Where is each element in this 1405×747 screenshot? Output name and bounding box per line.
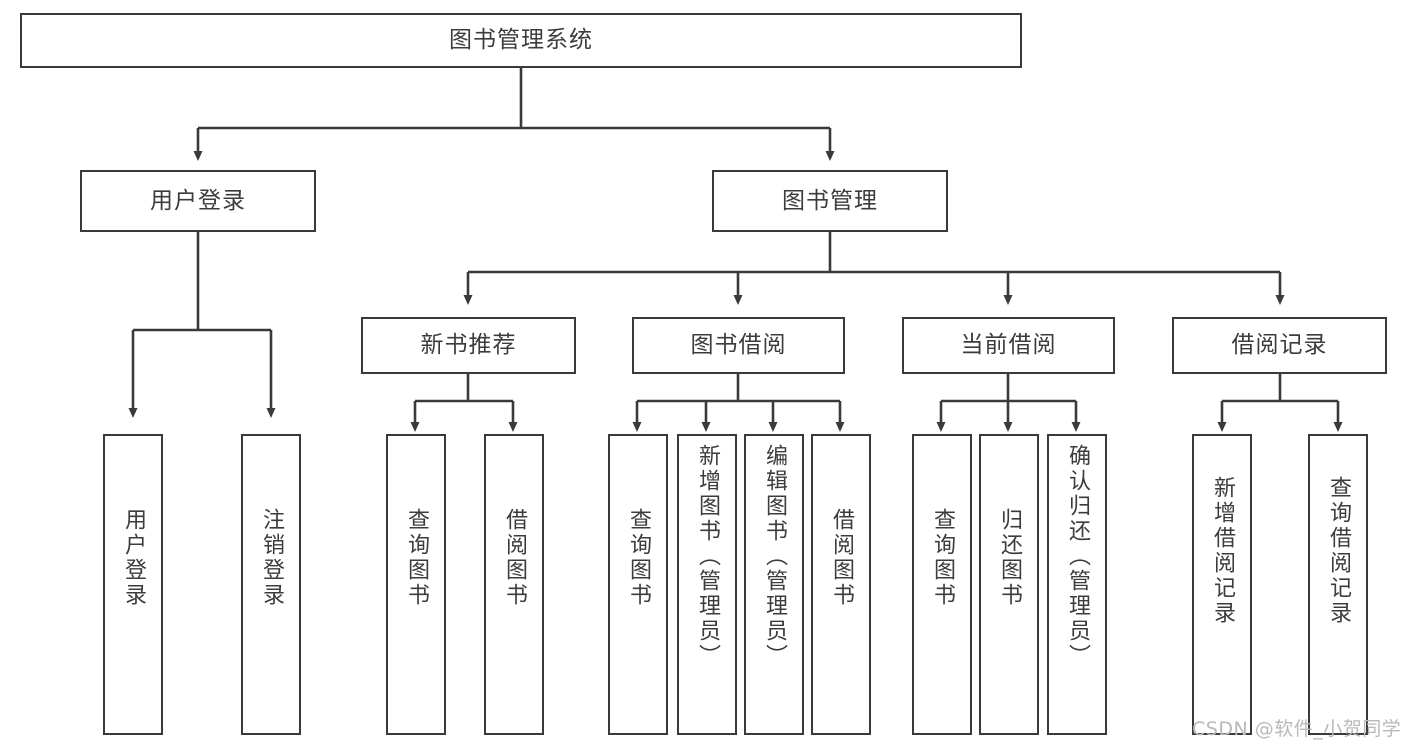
node-book-borrow-label: 图书借阅 xyxy=(690,332,787,359)
node-borrow-record-label: 借阅记录 xyxy=(1231,332,1328,359)
node-leaf-return-book-label: 归还图书 xyxy=(997,508,1022,608)
node-leaf-user-login[interactable]: 用户登录 xyxy=(103,434,163,735)
node-book-manage[interactable]: 图书管理 xyxy=(712,170,948,232)
node-leaf-query-record[interactable]: 查询借阅记录 xyxy=(1308,434,1368,735)
node-leaf-edit-book-label: 编辑图书（管理员） xyxy=(762,444,787,669)
node-leaf-query-record-label: 查询借阅记录 xyxy=(1326,476,1351,626)
node-book-manage-label: 图书管理 xyxy=(782,187,878,214)
node-current-borrow-label: 当前借阅 xyxy=(960,332,1057,359)
node-leaf-confirm-return[interactable]: 确认归还（管理员） xyxy=(1047,434,1107,735)
node-leaf-add-book-label: 新增图书（管理员） xyxy=(695,444,720,669)
csdn-watermark: CSDN @软件_小贺同学 xyxy=(1192,718,1402,740)
node-leaf-query-book-3[interactable]: 查询图书 xyxy=(912,434,972,735)
node-new-book-recommend-label: 新书推荐 xyxy=(420,332,517,359)
node-leaf-query-book-3-label: 查询图书 xyxy=(930,508,955,608)
node-leaf-query-book-2[interactable]: 查询图书 xyxy=(608,434,668,735)
node-leaf-add-record-label: 新增借阅记录 xyxy=(1210,476,1235,626)
node-user-login[interactable]: 用户登录 xyxy=(80,170,316,232)
node-leaf-borrow-book-2-label: 借阅图书 xyxy=(829,508,854,608)
node-leaf-borrow-book-1-label: 借阅图书 xyxy=(502,508,527,608)
node-leaf-borrow-book-1[interactable]: 借阅图书 xyxy=(484,434,544,735)
node-leaf-confirm-return-label: 确认归还（管理员） xyxy=(1065,444,1090,669)
node-book-borrow[interactable]: 图书借阅 xyxy=(632,317,845,374)
node-leaf-borrow-book-2[interactable]: 借阅图书 xyxy=(811,434,871,735)
node-leaf-user-login-label: 用户登录 xyxy=(121,508,146,608)
node-leaf-query-book-2-label: 查询图书 xyxy=(626,508,651,608)
node-borrow-record[interactable]: 借阅记录 xyxy=(1172,317,1387,374)
node-leaf-query-book-1-label: 查询图书 xyxy=(404,508,429,608)
node-new-book-recommend[interactable]: 新书推荐 xyxy=(361,317,576,374)
node-leaf-return-book[interactable]: 归还图书 xyxy=(979,434,1039,735)
node-leaf-query-book-1[interactable]: 查询图书 xyxy=(386,434,446,735)
node-leaf-edit-book[interactable]: 编辑图书（管理员） xyxy=(744,434,804,735)
node-root[interactable]: 图书管理系统 xyxy=(20,13,1022,68)
node-leaf-add-record[interactable]: 新增借阅记录 xyxy=(1192,434,1252,735)
node-leaf-user-logout[interactable]: 注销登录 xyxy=(241,434,301,735)
node-leaf-add-book[interactable]: 新增图书（管理员） xyxy=(677,434,737,735)
node-root-label: 图书管理系统 xyxy=(449,27,593,54)
node-user-login-label: 用户登录 xyxy=(150,187,246,214)
node-leaf-user-logout-label: 注销登录 xyxy=(259,508,284,608)
node-current-borrow[interactable]: 当前借阅 xyxy=(902,317,1115,374)
